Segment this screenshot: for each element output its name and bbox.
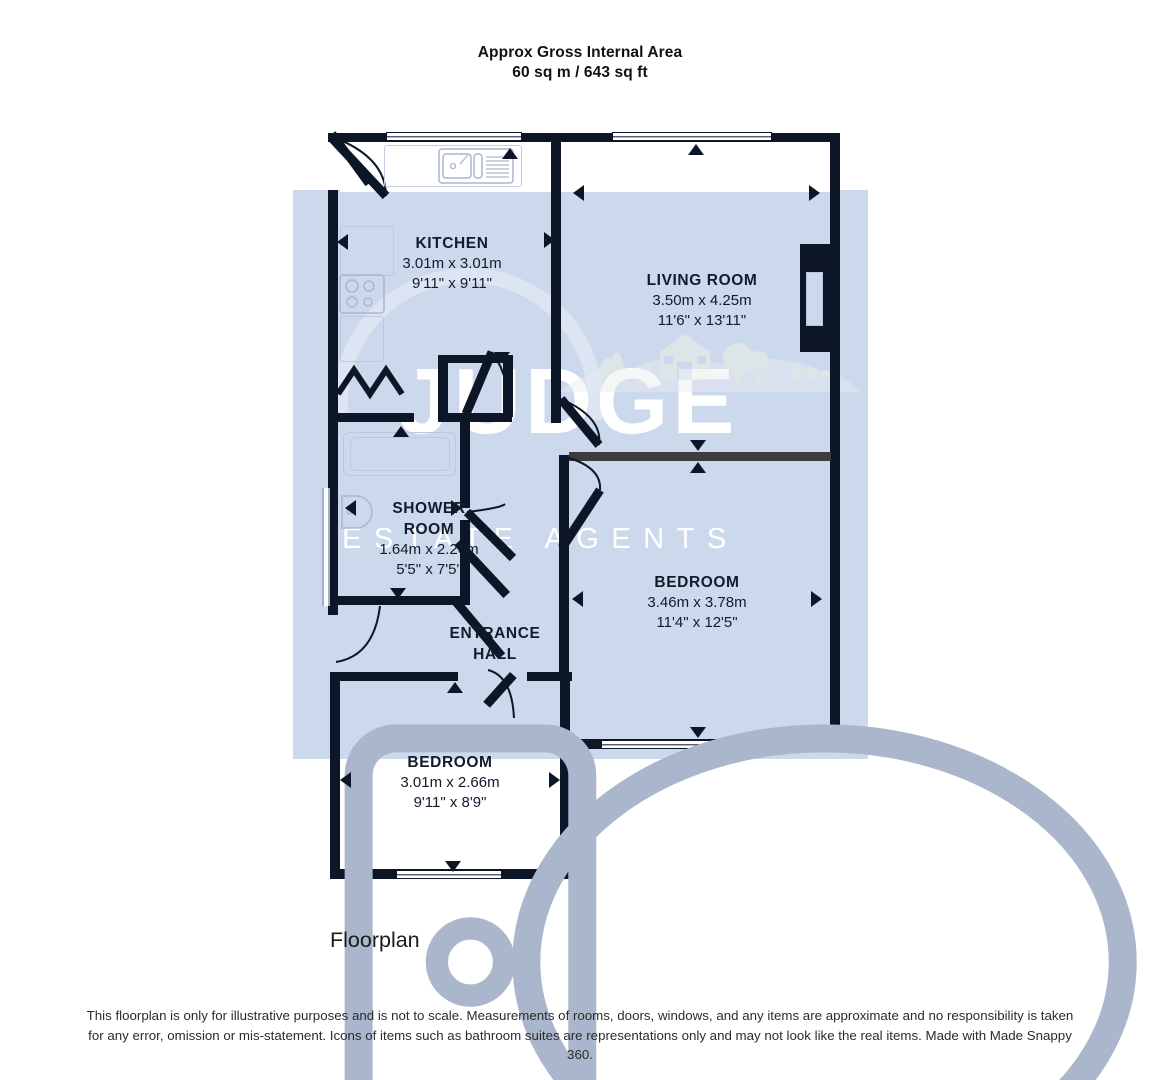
wall-closet-top [443,355,511,363]
wall-left-kitchen [328,190,338,420]
room-label-bedroom-main: BEDROOM 3.46m x 3.78m 11'4" x 12'5" [608,572,786,633]
wall-shower-right-lower [460,520,470,605]
door-shower-swing [463,503,517,562]
arrow-kitchen-window [502,148,518,159]
arrow-bath-up [393,426,409,437]
room-dim-imperial: 5'5" x 7'5" [396,561,462,578]
room-dim-imperial: 9'11" x 8'9" [413,794,487,811]
sink-icon [438,148,514,184]
room-dim-metric: 3.01m x 3.01m [402,255,502,272]
room-dim-imperial: 11'6" x 13'11" [657,312,747,329]
towel-rail-icon [322,488,330,606]
room-label-entrance-hall: ENTRANCE HALL [421,623,569,665]
room-dim-imperial: 9'11" x 9'11" [411,275,493,292]
wall-kitchen-bottom-b [438,413,512,422]
arrow-bedroom2-left [340,772,351,788]
arrow-bedroom-left [572,591,583,607]
wall-kitchen-bottom-a [338,413,414,422]
gross-area-value: 60 sq m / 643 sq ft [512,64,648,81]
room-name-line2: ROOM [403,521,455,538]
wall-hall-bedroom2-a [338,672,458,681]
arrow-bedroom-right [811,591,822,607]
page-title: Approx Gross Internal Area 60 sq m / 643… [0,43,1160,83]
room-name: LIVING ROOM [646,272,758,289]
arrow-living-left [573,185,584,201]
wall-hall-bedroom2-b [527,672,572,681]
room-label-shower-room: SHOWER ROOM 1.64m x 2.26m 5'5" x 7'5" [340,498,518,580]
arrow-bedroom2-up [447,682,463,693]
door-bedroom-main-swing [558,455,604,551]
room-label-living-room: LIVING ROOM 3.50m x 4.25m 11'6" x 13'11" [613,270,791,331]
wall-top [328,133,840,142]
arrow-shower-left [345,500,356,516]
door-bedroom-second-swing [487,669,515,719]
room-name: KITCHEN [415,235,489,252]
window-living-room [612,132,772,141]
arrow-living-window [688,144,704,155]
plan-caption: Floorplan [330,928,420,952]
wall-kitchen-nib [438,355,448,417]
arrow-shower-right [451,500,462,516]
radiator-icon [806,272,823,326]
arrow-bedroom-window-down [690,727,706,738]
floor-patch-bottom [340,759,560,879]
hob-icon [339,274,385,314]
window-kitchen [386,132,522,141]
wall-right-bedroom2 [560,672,570,879]
arrow-kitchen-left [337,234,348,250]
wall-shower-right-upper [460,420,470,508]
wall-shower-bottom [338,596,470,605]
door-hall-swing [335,605,381,663]
room-label-kitchen: KITCHEN 3.01m x 3.01m 9'11" x 9'11" [368,233,536,294]
room-name-line1: SHOWER [392,500,466,517]
room-name: BEDROOM [654,574,740,591]
wall-right [830,133,840,748]
arrow-bedroom-divider-down [690,440,706,451]
wall-left-shower [328,420,338,615]
room-name: BEDROOM [407,754,493,771]
wall-kitchen-living-divider [551,133,561,423]
room-name-line2: HALL [473,646,517,663]
watermark-tagline: ESTATE AGENTS [342,523,739,555]
wall-living-bedroom-divider [569,452,831,461]
room-label-bedroom-second: BEDROOM 3.01m x 2.66m 9'11" x 8'9" [361,752,539,813]
wall-closet-right [503,355,513,417]
door-entrance-arc [330,140,386,202]
toilet-icon [344,724,1137,1080]
counter-icon [384,145,522,187]
arrow-bedroom-divider-up [690,462,706,473]
room-dim-metric: 3.50m x 4.25m [652,292,752,309]
door-living-swing [557,396,603,448]
gross-area-heading: Approx Gross Internal Area [477,44,683,61]
wall-hall-right [559,455,569,680]
arrow-shower-down [390,588,406,599]
room-dim-metric: 3.46m x 3.78m [647,594,747,611]
disclaimer-text: This floorplan is only for illustrative … [86,1008,1074,1062]
arrow-bedroom2-right [549,772,560,788]
arrow-closet-down [494,352,510,363]
floorplan-drawing: JUDGE ESTATE AGENTS [0,0,1160,910]
room-dim-imperial: 11'4" x 12'5" [656,614,738,631]
arrow-living-right [809,185,820,201]
arrow-kitchen-right [544,232,555,248]
room-name-line1: ENTRANCE [449,625,541,642]
kitchen-unit-lower-icon [340,316,384,362]
room-dim-metric: 1.64m x 2.26m [379,541,479,558]
wall-left-bedroom2 [330,672,340,879]
arrow-bedroom2-window-down [445,861,461,872]
floor-patch-top [340,140,830,192]
bath-inner-icon [350,437,450,471]
room-dim-metric: 3.01m x 2.66m [400,774,500,791]
zigzag-icon [336,364,405,400]
door-entrance-swing [328,134,390,200]
